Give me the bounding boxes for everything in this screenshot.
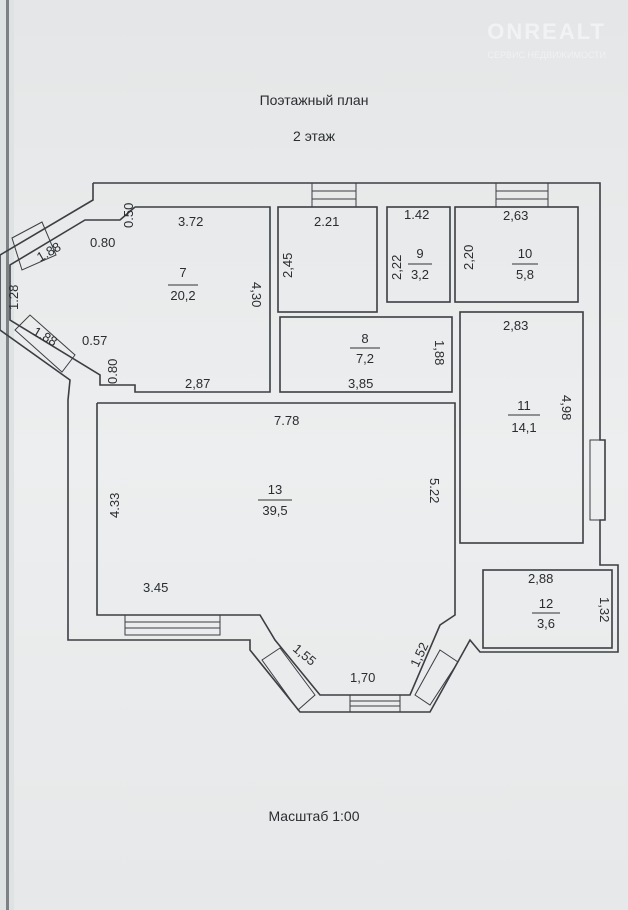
room-11 [459,311,584,544]
svg-text:0.57: 0.57 [82,333,107,348]
svg-text:2,45: 2,45 [280,253,295,278]
svg-text:5.22: 5.22 [427,478,442,503]
svg-text:2,88: 2,88 [528,571,553,586]
plan-title: Поэтажный план [259,92,369,108]
svg-text:0.80: 0.80 [105,359,120,384]
svg-text:4,98: 4,98 [559,395,574,420]
svg-text:2,63: 2,63 [503,208,528,223]
room-13-area: 39,5 [262,503,287,518]
room-8-number: 8 [361,331,368,346]
svg-text:4,30: 4,30 [249,282,264,307]
svg-text:1.88: 1.88 [34,239,63,265]
svg-text:4.33: 4.33 [107,493,122,518]
svg-text:3,85: 3,85 [348,376,373,391]
scale-label: Масштаб 1:00 [268,808,360,824]
svg-text:1,70: 1,70 [350,670,375,685]
room-10-area: 5,8 [516,267,534,282]
room-12-number: 12 [539,596,553,611]
svg-text:2.21: 2.21 [314,214,339,229]
svg-text:7.78: 7.78 [274,413,299,428]
room-8 [279,316,453,393]
svg-text:1.42: 1.42 [404,207,429,222]
watermark-subtitle: СЕРВИС НЕДВИЖИМОСТИ [487,50,607,60]
room-8-area: 7,2 [356,351,374,366]
room-12-area: 3,6 [537,616,555,631]
plan-sheet [14,0,628,910]
room-13-number: 13 [268,482,282,497]
room-11-number: 11 [517,398,531,413]
room-11-area: 14,1 [511,420,536,435]
svg-text:0.50: 0.50 [121,203,136,228]
svg-text:0.80: 0.80 [90,235,115,250]
svg-text:2,22: 2,22 [389,255,404,280]
svg-text:1,88: 1,88 [432,340,447,365]
svg-text:2,87: 2,87 [185,376,210,391]
room-9 [386,206,451,303]
room-10-number: 10 [518,246,532,261]
svg-text:2,20: 2,20 [461,245,476,270]
room-7-area: 20,2 [170,288,195,303]
svg-text:1.28: 1.28 [6,285,21,310]
inner-outline [9,206,271,393]
room-12 [482,569,613,649]
room-7-number: 7 [179,265,186,280]
outer-wall [0,182,619,713]
sheet-edge [6,0,9,910]
svg-text:3.45: 3.45 [143,580,168,595]
svg-text:3.72: 3.72 [178,214,203,229]
room-9-number: 9 [416,246,423,261]
svg-text:2,83: 2,83 [503,318,528,333]
watermark-logo: ONREALT [487,19,606,44]
windows [11,182,606,713]
room-9-area: 3,2 [411,267,429,282]
svg-text:1,32: 1,32 [597,597,612,622]
svg-text:1.88: 1.88 [31,324,60,350]
room-labels: 7 20,2 8 7,2 9 3,2 10 5,8 11 14,1 12 3,6… [168,246,560,631]
floor-label: 2 этаж [293,128,335,144]
